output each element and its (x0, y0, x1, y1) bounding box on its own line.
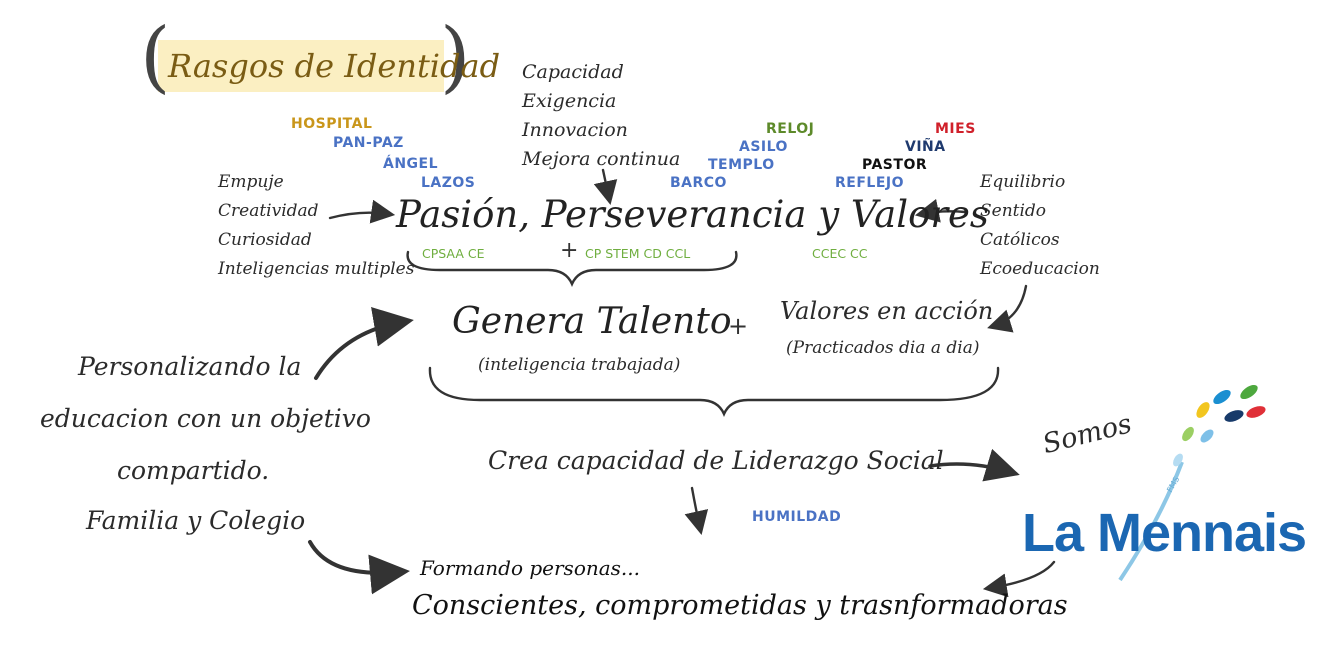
leadership-line: Crea capacidad de Liderazgo Social (488, 446, 944, 475)
arrow-familia-forming (308, 540, 410, 595)
right-qualities-list: Equilibrio Sentido Católicos Ecoeducacio… (980, 168, 1100, 284)
title-highlight (158, 40, 444, 92)
tag-humildad: HUMILDAD (752, 509, 842, 525)
tag-templo: TEMPLO (708, 157, 775, 173)
list-item: Curiosidad (218, 230, 312, 250)
competences-left: CPSAA CE (422, 246, 485, 261)
list-item: Mejora continua (522, 148, 681, 170)
tag-mies: MIES (935, 121, 976, 137)
list-item: Creatividad (218, 201, 319, 221)
tag-barco: BARCO (670, 175, 727, 191)
tag-pastor: PASTOR (862, 157, 928, 173)
arrow-personal-talent (314, 307, 414, 380)
list-item: Sentido (980, 201, 1047, 221)
arrow-right-values (987, 284, 1028, 333)
values-action-subtitle: (Practicados dia a dia) (786, 338, 980, 358)
page-title: Rasgos de Identidad (168, 47, 501, 85)
talent-subtitle: (inteligencia trabajada) (478, 355, 681, 375)
title-close-paren: ) (440, 12, 471, 102)
top-qualities-list: Capacidad Exigencia Innovacion Mejora co… (522, 58, 680, 174)
list-item: Innovacion (522, 119, 628, 141)
list-item: Equilibrio (980, 172, 1066, 192)
tag-pan-paz: PAN-PAZ (333, 135, 404, 151)
values-action-title: Valores en acción (780, 297, 994, 325)
arrow-left-list (328, 199, 396, 224)
talent-plus: + (728, 312, 749, 340)
list-item: Ecoeducacion (980, 259, 1100, 279)
competences-right: CCEC CC (812, 246, 868, 261)
tag-lazos: LAZOS (421, 175, 476, 191)
arrow-leadership-somos (928, 448, 1020, 482)
conclusion-line: Conscientes, comprometidas y trasnformad… (412, 590, 1068, 621)
tag-angel: ÁNGEL (383, 156, 439, 172)
list-item: Católicos (980, 230, 1060, 250)
arrow-top-list (593, 168, 618, 206)
main-values-line: Pasión, Perseverancia y Valores (396, 193, 989, 236)
personal-line-2: educacion con un objetivo (40, 404, 371, 433)
logo-wordmark: La Mennais (1022, 503, 1307, 563)
tag-reloj: RELOJ (766, 121, 815, 137)
list-item: Inteligencias multiples (218, 259, 415, 279)
personal-line-3: compartido. (117, 456, 270, 485)
list-item: Empuje (218, 172, 284, 192)
forming-line: Formando personas... (420, 556, 640, 580)
brace-competences (406, 250, 738, 288)
competences-middle: CP STEM CD CCL (585, 246, 691, 261)
list-item: Exigencia (522, 90, 617, 112)
arrow-right-list (914, 198, 967, 223)
left-qualities-list: Empuje Creatividad Curiosidad Inteligenc… (218, 168, 414, 284)
personal-line-4: Familia y Colegio (86, 506, 306, 535)
tag-vina: VIÑA (905, 139, 946, 155)
brace-talent (428, 366, 1000, 418)
personal-line-1: Personalizando la (78, 352, 302, 381)
arrow-logo-forming (982, 560, 1056, 598)
title-open-paren: ( (140, 12, 171, 102)
tag-hospital: HOSPITAL (291, 116, 373, 132)
talent-title: Genera Talento (452, 301, 732, 342)
list-item: Capacidad (522, 61, 624, 83)
tag-reflejo: REFLEJO (835, 175, 905, 191)
tag-asilo: ASILO (739, 139, 788, 155)
logo-mark-icon (1118, 384, 1266, 582)
arrow-leadership-down (684, 486, 709, 536)
competences-plus: + (560, 238, 579, 263)
